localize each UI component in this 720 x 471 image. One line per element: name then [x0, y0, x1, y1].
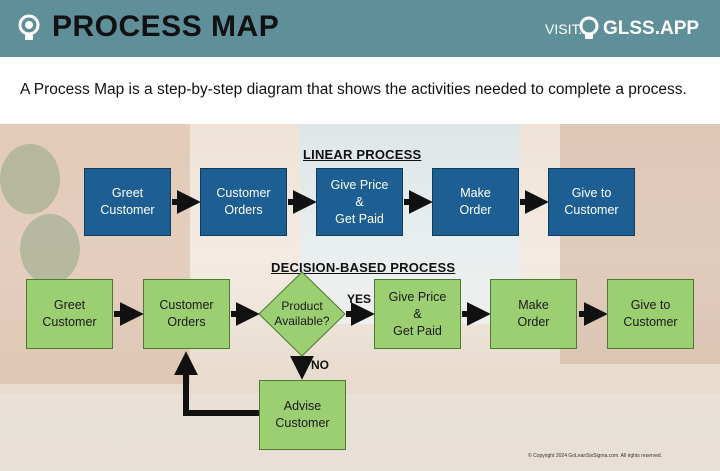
- background-plant: [0, 144, 60, 214]
- lightbulb-icon: [579, 16, 599, 39]
- description-panel: A Process Map is a step-by-step diagram …: [0, 57, 720, 124]
- page-title: PROCESS MAP: [52, 10, 280, 43]
- header-bar: PROCESS MAP VISIT: GLSS.APP: [0, 0, 720, 57]
- decision-step-give-price-get-paid: Give Price&Get Paid: [374, 279, 461, 349]
- copyright-text: © Copyright 2024 GoLeanSixSigma.com. All…: [528, 453, 663, 459]
- visit-label: VISIT:: [545, 21, 583, 37]
- linear-process-heading: LINEAR PROCESS: [303, 147, 422, 162]
- linear-step-give-price-get-paid: Give Price&Get Paid: [316, 168, 403, 236]
- no-label: NO: [311, 358, 329, 372]
- description-text: A Process Map is a step-by-step diagram …: [20, 81, 687, 98]
- background-floor: [0, 394, 720, 471]
- background-plant: [20, 214, 80, 284]
- decision-process-heading: DECISION-BASED PROCESS: [271, 260, 456, 275]
- yes-label: YES: [347, 292, 372, 306]
- lightbulb-icon: [18, 14, 40, 40]
- brand-link[interactable]: GLSS.APP: [603, 18, 700, 39]
